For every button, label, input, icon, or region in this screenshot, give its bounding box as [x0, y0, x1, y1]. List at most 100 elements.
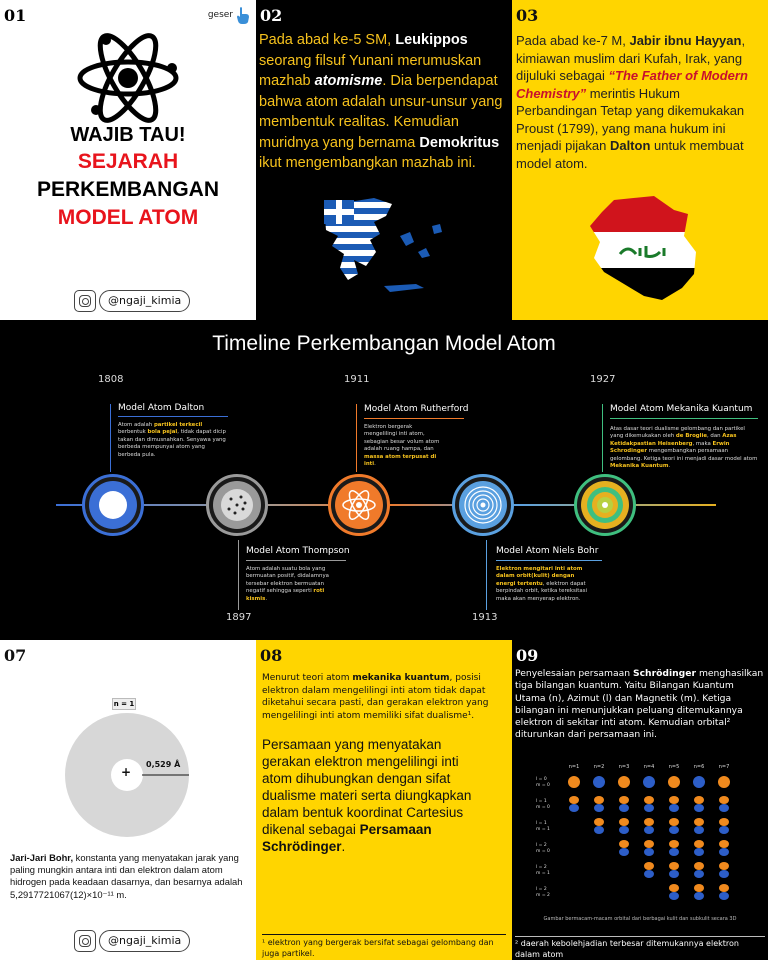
- stem-bohr: [486, 540, 487, 610]
- orbital-shape: [719, 884, 729, 900]
- panel-number: 07: [4, 646, 27, 665]
- orbital-row-label: m = 1: [536, 826, 550, 832]
- orbital-shape: [669, 840, 679, 856]
- orbital-column-label: n=1: [569, 764, 580, 770]
- node-kuantum[interactable]: [574, 474, 636, 536]
- orbital-shape: [668, 776, 680, 788]
- jabir-name: Jabir ibnu Hayyan: [629, 33, 742, 48]
- orbital-row-label: m = 0: [536, 848, 550, 854]
- node-dalton[interactable]: [82, 474, 144, 536]
- handle-label: @ngaji_kimia: [99, 290, 191, 312]
- greece-flag-map-icon: [324, 198, 442, 292]
- orbital-shape: [719, 818, 729, 834]
- year-bohr: 1913: [472, 612, 498, 623]
- orbital-shape: [694, 862, 704, 878]
- orbital-column-label: n=4: [644, 764, 655, 770]
- orbital-shape: [719, 862, 729, 878]
- orbital-shape: [618, 776, 630, 788]
- orbital-shape: [669, 818, 679, 834]
- orbital-shape: [693, 776, 705, 788]
- card-text-dalton: Atom adalah partikel terkecil berbentuk …: [118, 422, 226, 458]
- iraq-flag-map-icon: [590, 196, 696, 300]
- node-rutherford[interactable]: [328, 474, 390, 536]
- dalton-name: Dalton: [609, 138, 651, 153]
- swipe-hand-icon: [237, 7, 249, 24]
- orbital-row-label: l = 1: [536, 798, 547, 804]
- orbital-shape: [619, 796, 629, 812]
- swipe-hint[interactable]: geser: [208, 6, 250, 24]
- title-line-3: PERKEMBANGAN: [36, 178, 219, 201]
- card-text-rutherford: Elektron bergerak mengelilingi inti atom…: [364, 424, 440, 468]
- orbital-shape: [593, 776, 605, 788]
- schrodinger-equation-text: Persamaan yang menyatakan gerakan elektr…: [262, 737, 472, 854]
- instagram-handle[interactable]: @ngaji_kimia: [74, 930, 191, 952]
- year-rutherford: 1911: [344, 374, 370, 385]
- title-line-1: WAJIB TAU!: [70, 124, 186, 146]
- leukippos-panel: 02 Pada abad ke-5 SM, Leukippos seorang …: [256, 0, 512, 320]
- panel-number: 09: [516, 646, 539, 665]
- orbital-shape: [594, 818, 604, 834]
- stem-kuantum: [602, 404, 603, 472]
- orbital-row-label: l = 2: [536, 842, 547, 848]
- orbital-row-label: l = 1: [536, 820, 547, 826]
- orbital-shape: [644, 862, 654, 878]
- timeline-title: Timeline Perkembangan Model Atom: [212, 332, 556, 355]
- year-thompson: 1897: [226, 612, 252, 623]
- panel-number: 03: [516, 6, 539, 25]
- node-thompson[interactable]: [206, 474, 268, 536]
- swipe-label: geser: [207, 10, 233, 20]
- stem-dalton: [110, 404, 111, 472]
- year-kuantum: 1927: [590, 374, 616, 385]
- orbital-shape: [669, 884, 679, 900]
- nucleus-label: +: [120, 765, 132, 779]
- orbital-shape: [694, 796, 704, 812]
- panel-number: 08: [260, 646, 283, 665]
- orbital-shape: [594, 796, 604, 812]
- stem-rutherford: [356, 404, 357, 472]
- orbital-shape: [719, 840, 729, 856]
- card-text-thompson: Atom adalah suatu bola yang bermuatan po…: [246, 566, 329, 602]
- radius-label: 0,529 Å: [146, 760, 181, 769]
- quantum-numbers-panel: 09 Penyelesaian persamaan Schrödinger me…: [512, 640, 768, 960]
- orbital-row-label: m = 2: [536, 892, 550, 898]
- orbital-shape: [619, 818, 629, 834]
- demokritus-name: Demokritus: [419, 134, 500, 151]
- orbital-column-label: n=2: [594, 764, 605, 770]
- title-line-4: MODEL ATOM: [57, 206, 199, 229]
- orbital-column-label: n=3: [619, 764, 630, 770]
- card-title-kuantum: Model Atom Mekanika Kuantum: [610, 404, 753, 414]
- orbital-row-label: l = 0: [536, 776, 547, 782]
- dalton-model-icon: [89, 481, 137, 529]
- footnote-2: ² daerah kebolehjadian terbesar ditemuka…: [515, 939, 739, 959]
- instagram-icon: [74, 930, 96, 952]
- orbital-row-label: l = 2: [536, 886, 547, 892]
- orbital-shape: [718, 776, 730, 788]
- orbital-column-label: n=5: [669, 764, 680, 770]
- rutherford-model-icon: [335, 481, 383, 529]
- footnote-1: ¹ elektron yang bergerak bersifat sebaga…: [262, 938, 494, 958]
- orbital-row-label: m = 0: [536, 804, 550, 810]
- orbital-row-label: m = 0: [536, 782, 550, 788]
- jabir-text: Pada abad ke-7 M, Jabir ibnu Hayyan, kim…: [516, 33, 748, 171]
- orbital-shape: [644, 818, 654, 834]
- orbital-shape: [643, 776, 655, 788]
- orbital-shape: [644, 840, 654, 856]
- card-text-bohr: Elektron mengitari inti atom dalam orbit…: [496, 566, 588, 602]
- schrodinger-panel: 08 Menurut teori atom mekanika kuantum, …: [256, 640, 512, 960]
- instagram-handle[interactable]: @ngaji_kimia: [74, 290, 191, 312]
- orbital-shape: [694, 840, 704, 856]
- jabir-panel: 03 Pada abad ke-7 M, Jabir ibnu Hayyan, …: [512, 0, 768, 320]
- card-text-kuantum: Atas dasar teori dualisme gelombang dan …: [610, 426, 758, 470]
- orbital-shape: [619, 840, 629, 856]
- node-bohr[interactable]: [452, 474, 514, 536]
- card-title-dalton: Model Atom Dalton: [118, 403, 205, 413]
- card-title-thompson: Model Atom Thompson: [246, 546, 350, 556]
- jabir-nickname: “The Father of Modern Chemistry”: [516, 68, 748, 101]
- shell-label: n = 1: [112, 698, 136, 710]
- title-line-2: SEJARAH: [77, 150, 179, 173]
- orbital-shape: [568, 776, 580, 788]
- panel-number: 01: [4, 6, 27, 25]
- quantum-theory-text: Menurut teori atom mekanika kuantum, pos…: [262, 673, 489, 721]
- handle-label: @ngaji_kimia: [99, 930, 191, 952]
